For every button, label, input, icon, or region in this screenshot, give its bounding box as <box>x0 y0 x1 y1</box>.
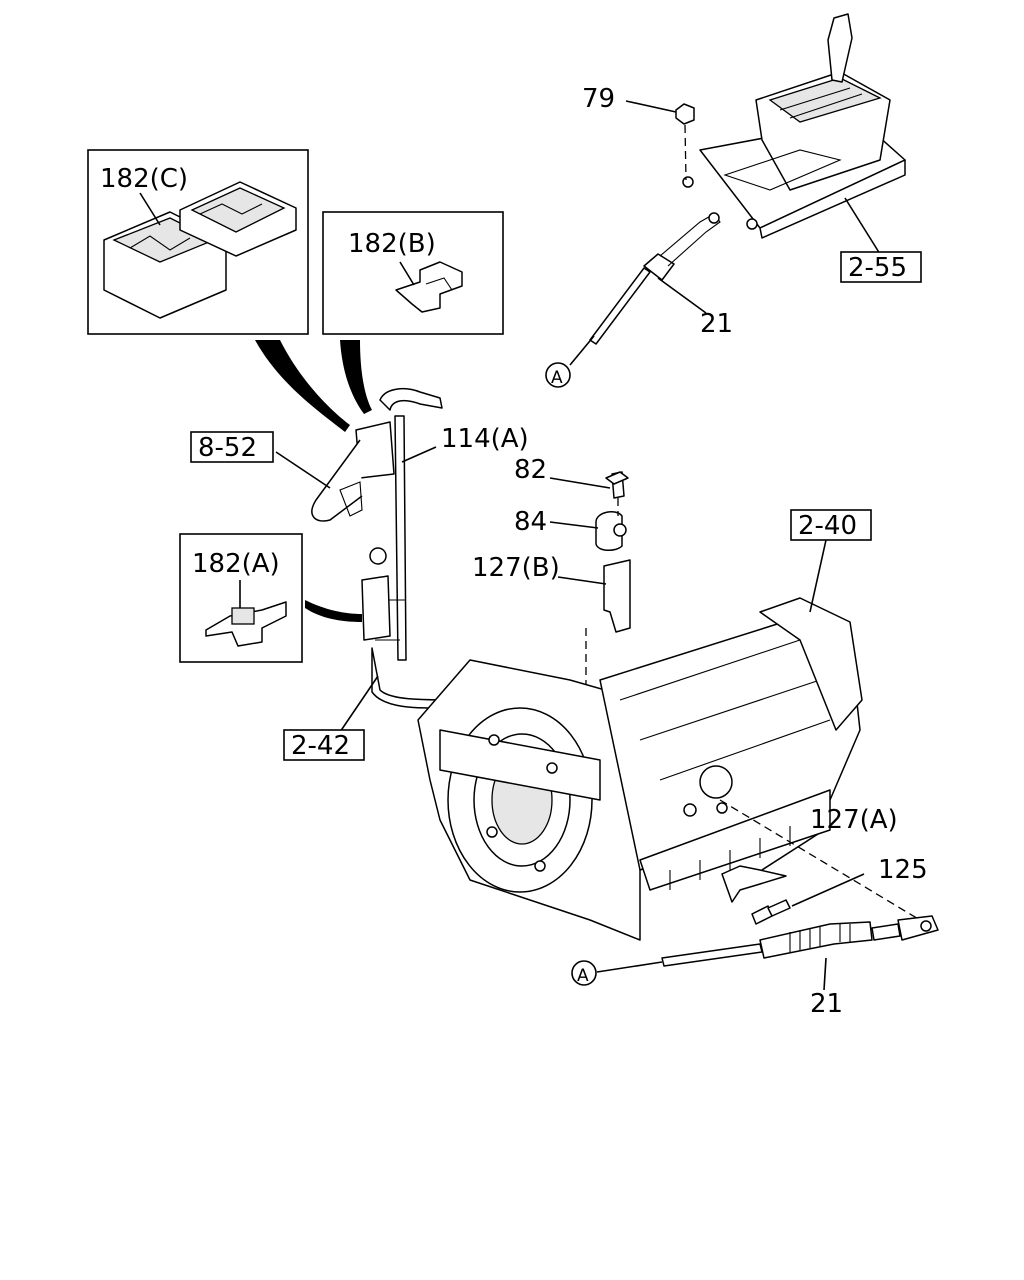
callout-182a: 182(A) <box>192 549 280 579</box>
callout-21-lower: 21 <box>810 989 843 1019</box>
callout-125: 125 <box>878 855 928 885</box>
reference-a-upper-circle <box>545 362 571 388</box>
callout-84: 84 <box>514 507 547 537</box>
detail-box-182b <box>322 211 504 335</box>
shift-lever-assembly <box>682 13 906 239</box>
callout-8-52: 8-52 <box>198 433 257 463</box>
reference-a-upper: A <box>551 368 563 388</box>
callout-182c: 182(C) <box>100 164 188 194</box>
ref-box-2-42 <box>283 729 365 761</box>
oil-filler-tube <box>275 387 463 709</box>
ref-box-2-55 <box>840 251 922 283</box>
detail-box-182c <box>87 149 309 335</box>
ref-box-8-52 <box>190 431 274 463</box>
callout-127a: 127(A) <box>810 805 898 835</box>
bracket-stack <box>549 471 631 690</box>
callout-2-55: 2-55 <box>848 253 907 283</box>
ref-box-2-40 <box>790 509 872 541</box>
callout-182b: 182(B) <box>348 229 436 259</box>
swoosh-arc-182a <box>305 600 362 622</box>
shift-cable-upper <box>569 197 881 366</box>
callout-2-40: 2-40 <box>798 511 857 541</box>
callout-2-42: 2-42 <box>291 731 350 761</box>
nut-79 <box>625 100 695 181</box>
callout-114a: 114(A) <box>441 424 529 454</box>
callout-21-upper: 21 <box>700 309 733 339</box>
callout-79: 79 <box>582 84 615 114</box>
swoosh-arc-182c <box>255 340 350 432</box>
cable-bracket-127a <box>721 833 819 903</box>
swoosh-arc-182b <box>340 340 372 414</box>
callout-82: 82 <box>514 455 547 485</box>
reference-a-lower: A <box>577 966 589 986</box>
reference-a-lower-circle <box>571 960 597 986</box>
detail-box-182a <box>179 533 303 663</box>
shift-cable-lower <box>596 799 939 991</box>
bolt-125 <box>751 873 865 925</box>
transmission-assembly <box>417 539 863 941</box>
callout-127b: 127(B) <box>472 553 560 583</box>
leader-lines <box>339 675 379 733</box>
